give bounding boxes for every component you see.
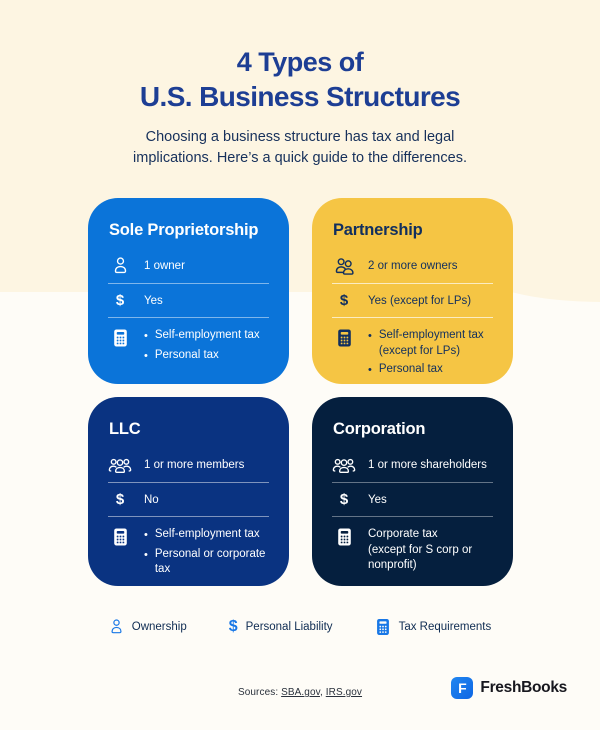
liability-row: $ Yes	[108, 284, 269, 317]
ownership-row: 2 or more owners	[332, 249, 493, 283]
sources-line: Sources: SBA.gov, IRS.gov	[0, 687, 600, 698]
bullet: •	[144, 349, 148, 362]
tax-item: •Personal tax	[368, 362, 484, 379]
divider	[108, 283, 269, 284]
tax-list: Corporate tax(except for S corp or nonpr…	[368, 526, 493, 574]
bullet: •	[144, 330, 148, 342]
legend-label: Tax Requirements	[398, 621, 492, 633]
card-partnership: Partnership 2 or more owners	[312, 198, 513, 384]
card-corporation: Corporation 1 or more shareholders	[312, 397, 513, 586]
bullet: •	[144, 548, 148, 561]
dollar-icon: $	[339, 292, 349, 309]
sources-separator: ,	[319, 687, 326, 698]
calculator-icon	[376, 619, 389, 635]
tax-row: •Self-employment tax •Personal or corpora…	[108, 517, 269, 585]
tax-list: •Self-employment tax(except for LPs) •Per…	[368, 327, 484, 379]
source-link-sba[interactable]: SBA.gov	[281, 687, 320, 698]
legend-label: Ownership	[131, 621, 187, 633]
tax-item: •Self-employment tax	[144, 527, 269, 544]
cards-grid: Sole Proprietorship 1 owner $ Yes	[88, 198, 513, 586]
calculator-icon	[337, 528, 351, 546]
liability-value: Yes	[144, 294, 163, 307]
legend-item-tax-requirements: Tax Requirements	[375, 618, 492, 636]
bullet: •	[368, 364, 372, 377]
sources-prefix: Sources:	[237, 687, 282, 698]
bullet: •	[144, 529, 148, 541]
people-3-icon	[108, 458, 132, 474]
calculator-icon	[113, 329, 127, 347]
liability-row: $ No	[108, 483, 269, 516]
divider	[108, 317, 269, 318]
tax-row: •Self-employment tax(except for LPs) •Per…	[332, 318, 493, 386]
tax-item: Corporate tax(except for S corp or nonpr…	[368, 528, 473, 572]
divider	[332, 283, 493, 284]
person-icon	[111, 619, 122, 634]
dollar-icon: $	[115, 491, 125, 508]
tax-item: •Self-employment tax(except for LPs)	[368, 328, 484, 359]
ownership-row: 1 or more members	[108, 448, 269, 482]
tax-list: •Self-employment tax •Personal or corpora…	[144, 526, 269, 578]
legend-item-ownership: Ownership	[109, 618, 187, 636]
card-llc: LLC 1 or more members	[88, 397, 289, 586]
card-title: Sole Proprietorship	[109, 221, 259, 239]
people-2-icon	[335, 258, 354, 275]
page-subtitle: Choosing a business structure has tax an…	[0, 127, 600, 169]
freshbooks-logo-icon: F	[451, 677, 474, 699]
legend-label: Personal Liability	[245, 621, 333, 633]
page-title-line2: U.S. Business Structures	[139, 81, 461, 112]
tax-item: •Personal or corporate tax	[144, 547, 269, 578]
subtitle-line2: implications. Here’s a quick guide to th…	[133, 150, 467, 166]
ownership-value: 2 or more owners	[368, 260, 458, 272]
tax-row: Corporate tax(except for S corp or nonpr…	[332, 517, 493, 581]
people-3-icon	[332, 458, 356, 474]
tax-item: •Personal tax	[144, 348, 260, 365]
person-icon	[114, 257, 126, 274]
divider	[108, 482, 269, 483]
divider	[332, 516, 493, 517]
divider	[332, 317, 493, 318]
bullet: •	[368, 330, 372, 342]
subtitle-line1: Choosing a business structure has tax an…	[145, 129, 455, 145]
tax-row: •Self-employment tax •Personal tax	[108, 318, 269, 371]
card-title: LLC	[109, 420, 141, 438]
liability-value: Yes (except for LPs)	[368, 294, 472, 307]
liability-row: $ Yes	[332, 483, 493, 516]
liability-value: No	[144, 493, 159, 506]
liability-value: Yes	[368, 493, 387, 506]
legend: Ownership $ Personal Liability Tax Requi…	[0, 618, 600, 636]
liability-row: $ Yes (except for LPs)	[332, 284, 493, 317]
card-title: Partnership	[333, 221, 423, 239]
source-link-irs[interactable]: IRS.gov	[325, 687, 363, 698]
dollar-icon: $	[115, 292, 125, 309]
tax-list: •Self-employment tax •Personal tax	[144, 327, 260, 364]
tax-item: •Self-employment tax	[144, 328, 260, 345]
page-title-line1: 4 Types of	[236, 47, 364, 77]
card-title: Corporation	[333, 420, 426, 438]
ownership-value: 1 or more members	[144, 459, 245, 471]
card-sole-proprietorship: Sole Proprietorship 1 owner $ Yes	[88, 198, 289, 384]
dollar-icon: $	[228, 618, 238, 635]
ownership-row: 1 or more shareholders	[332, 448, 493, 482]
calculator-icon	[113, 528, 127, 546]
calculator-icon	[337, 329, 351, 347]
legend-item-personal-liability: $ Personal Liability	[229, 618, 333, 636]
divider	[332, 482, 493, 483]
dollar-icon: $	[339, 491, 349, 508]
ownership-value: 1 or more shareholders	[368, 459, 487, 471]
header: 4 Types of U.S. Business Structures Choo…	[0, 0, 600, 169]
divider	[108, 516, 269, 517]
freshbooks-wordmark: FreshBooks	[480, 679, 567, 696]
ownership-value: 1 owner	[144, 260, 185, 272]
freshbooks-logo: F FreshBooks	[451, 677, 567, 699]
ownership-row: 1 owner	[108, 249, 269, 283]
logo-letter: F	[458, 680, 467, 696]
